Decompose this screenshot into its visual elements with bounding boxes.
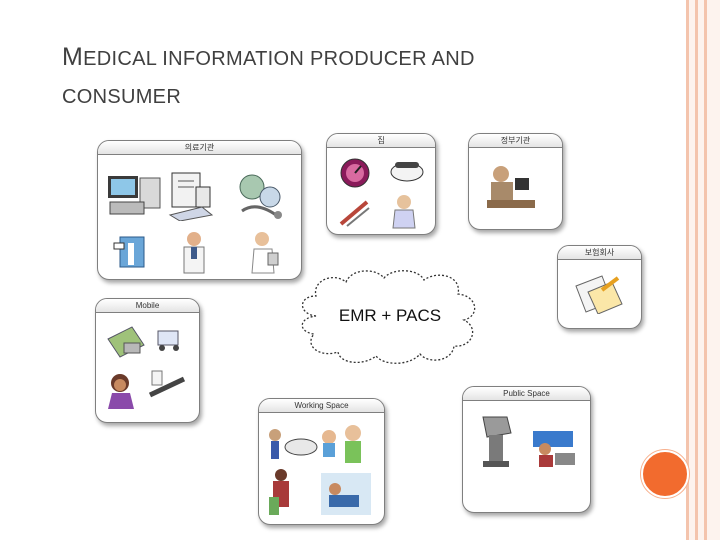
group-header: 의료기관 bbox=[98, 141, 301, 155]
group-header: Public Space bbox=[463, 387, 590, 401]
decorative-border-line bbox=[686, 0, 689, 540]
group-home: 집 bbox=[326, 133, 436, 235]
patient-icon bbox=[392, 195, 416, 229]
group-mobile: Mobile bbox=[95, 298, 200, 423]
group-medical-institution: 의료기관 bbox=[97, 140, 302, 280]
group-government: 정부기관 bbox=[468, 133, 563, 230]
group-header: 정부기관 bbox=[469, 134, 562, 148]
central-cloud-shape bbox=[301, 270, 476, 364]
group-header: Mobile bbox=[96, 299, 199, 313]
slide-title: MEDICAL INFORMATION PRODUCER AND CONSUME… bbox=[62, 38, 622, 116]
decorative-border-line bbox=[695, 0, 698, 540]
group-header: Working Space bbox=[259, 399, 384, 413]
family-icon bbox=[269, 469, 371, 515]
group-insurance: 보험회사 bbox=[557, 245, 642, 329]
documents-icon bbox=[575, 275, 623, 314]
doctor-icon bbox=[183, 232, 205, 274]
group-header: 집 bbox=[327, 134, 435, 148]
xray-film-icon bbox=[113, 236, 145, 268]
decorative-border-line bbox=[704, 0, 707, 540]
cellphone-icon bbox=[148, 370, 186, 398]
central-system-label: EMR + PACS bbox=[338, 306, 442, 325]
woman-on-phone-icon bbox=[108, 374, 134, 409]
service-counter-icon bbox=[533, 431, 575, 467]
group-header: 보험회사 bbox=[558, 246, 641, 260]
nurse-icon bbox=[251, 232, 279, 274]
title-line-1: EDICAL INFORMATION PRODUCER AND bbox=[83, 48, 475, 70]
kitchen-items-icon bbox=[339, 200, 370, 227]
office-worker-icon bbox=[487, 166, 535, 208]
computer-workstation-icon bbox=[108, 176, 161, 215]
medical-chart-icon bbox=[168, 172, 214, 221]
decorative-circle bbox=[641, 450, 689, 498]
title-line-2: CONSUMER bbox=[62, 86, 182, 108]
group-working-space: Working Space bbox=[258, 398, 385, 525]
group-public-space: Public Space bbox=[462, 386, 591, 513]
telephone-icon bbox=[390, 162, 424, 182]
kiosk-icon bbox=[482, 416, 512, 467]
stethoscope-icon bbox=[239, 174, 282, 219]
car-icon bbox=[157, 330, 179, 351]
title-initial: M bbox=[62, 43, 84, 71]
decorative-border-band bbox=[686, 0, 720, 540]
clock-icon bbox=[340, 158, 370, 188]
people-group-icon bbox=[269, 425, 361, 463]
medical-machine-icon bbox=[107, 326, 145, 358]
